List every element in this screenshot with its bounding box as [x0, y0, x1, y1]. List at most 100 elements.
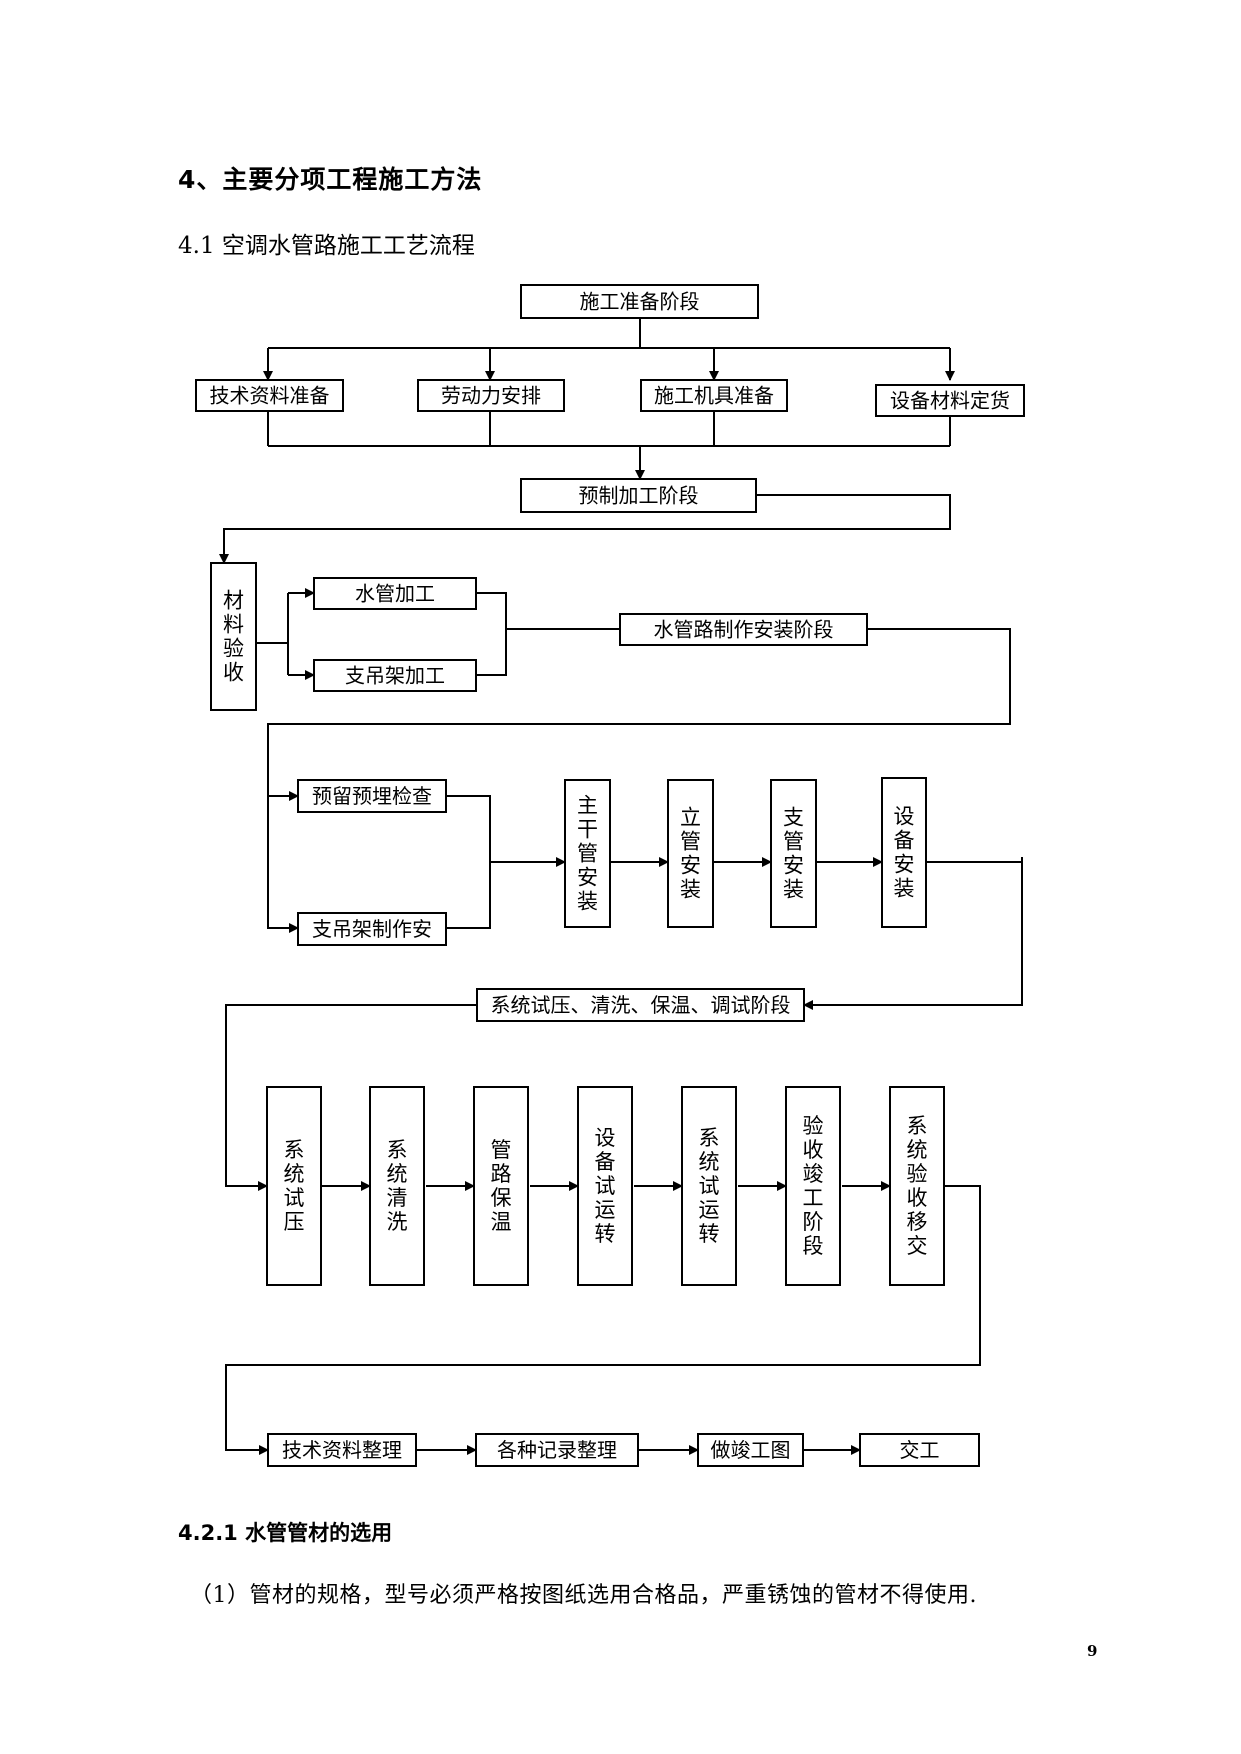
box-install-4-char: 安: [894, 853, 915, 877]
box-install-2-char: 装: [680, 878, 701, 902]
box-stage-prep: 施工准备阶段: [520, 284, 759, 319]
box-final-1-label: 技术资料整理: [282, 1438, 402, 1462]
box-install-1-char: 主: [577, 794, 598, 818]
box-final-3: 做竣工图: [697, 1433, 804, 1467]
box-prep-2-label: 劳动力安排: [441, 384, 541, 408]
box-install-3-char: 安: [783, 854, 804, 878]
box-install-3-char: 支: [783, 806, 804, 830]
box-test-1-char: 试: [284, 1186, 305, 1210]
box-final-2: 各种记录整理: [475, 1433, 639, 1467]
box-test-7-char: 移: [907, 1210, 928, 1234]
box-install-2-char: 管: [680, 830, 701, 854]
box-prep-2: 劳动力安排: [417, 379, 565, 412]
box-prep-3-label: 施工机具准备: [654, 384, 774, 408]
box-test-6-char: 收: [803, 1138, 824, 1162]
flow-boxes: 施工准备阶段技术资料准备劳动力安排施工机具准备设备材料定货预制加工阶段材料验收水…: [195, 284, 1025, 1467]
box-test-2-char: 统: [387, 1162, 408, 1186]
box-test-1-char: 系: [284, 1138, 305, 1162]
box-install-1-char: 安: [577, 866, 598, 890]
box-test-1-char: 统: [284, 1162, 305, 1186]
box-material-check-char: 材: [223, 589, 244, 613]
box-install-2-char: 立: [680, 806, 701, 830]
box-test-6-char: 阶: [803, 1210, 824, 1234]
box-test-6-char: 段: [803, 1234, 824, 1258]
box-prep-1: 技术资料准备: [195, 379, 344, 412]
box-hanger-processing-label: 支吊架加工: [345, 664, 445, 688]
box-test-4-char: 设: [595, 1126, 616, 1150]
box-test-6-char: 验: [803, 1114, 824, 1138]
box-install-3-char: 管: [783, 830, 804, 854]
box-stage-install: 水管路制作安装阶段: [619, 613, 868, 646]
box-test-1: 系统试压: [266, 1086, 322, 1286]
box-test-2-char: 清: [387, 1186, 408, 1210]
box-hanger-processing: 支吊架加工: [313, 659, 477, 692]
box-test-3-char: 管: [491, 1138, 512, 1162]
box-hanger-install: 支吊架制作安: [297, 912, 447, 946]
box-install-1-char: 管: [577, 842, 598, 866]
flow-connectors: [219, 318, 1023, 1455]
box-test-4-char: 试: [595, 1174, 616, 1198]
body-paragraph: （1）管材的规格，型号必须严格按图纸选用合格品，严重锈蚀的管材不得使用.: [190, 1583, 977, 1608]
box-stage-test: 系统试压、清洗、保温、调试阶段: [476, 988, 805, 1022]
box-test-2-char: 洗: [387, 1210, 408, 1234]
box-material-check-char: 验: [223, 637, 244, 661]
subsection-heading: 4.1 空调水管路施工工艺流程: [178, 233, 475, 259]
box-install-4-char: 装: [894, 877, 915, 901]
box-test-4-char: 备: [595, 1150, 616, 1174]
box-install-2-char: 安: [680, 854, 701, 878]
box-install-3-char: 装: [783, 878, 804, 902]
box-final-2-label: 各种记录整理: [497, 1438, 617, 1462]
box-hanger-install-label: 支吊架制作安: [312, 917, 432, 941]
box-test-5-char: 转: [699, 1222, 720, 1246]
box-test-3-char: 保: [491, 1186, 512, 1210]
box-prep-4: 设备材料定货: [875, 384, 1025, 417]
box-install-4-char: 设: [894, 805, 915, 829]
box-pipe-processing: 水管加工: [313, 577, 477, 610]
box-stage-install-label: 水管路制作安装阶段: [654, 618, 834, 642]
box-prep-3: 施工机具准备: [640, 379, 788, 412]
box-test-4-char: 转: [595, 1222, 616, 1246]
box-install-1-char: 干: [577, 818, 598, 842]
box-prep-4-label: 设备材料定货: [890, 389, 1010, 413]
box-install-4-char: 备: [894, 829, 915, 853]
box-test-5-char: 运: [699, 1198, 720, 1222]
box-test-7-char: 系: [907, 1114, 928, 1138]
box-embed-check-label: 预留预埋检查: [312, 784, 432, 808]
box-test-5-char: 试: [699, 1174, 720, 1198]
box-pipe-processing-label: 水管加工: [355, 582, 435, 606]
box-test-5-char: 系: [699, 1126, 720, 1150]
box-stage-test-label: 系统试压、清洗、保温、调试阶段: [491, 993, 791, 1017]
section-title: 4.2.1 水管管材的选用: [178, 1521, 393, 1545]
box-test-7-char: 验: [907, 1162, 928, 1186]
box-test-3-char: 温: [491, 1210, 512, 1234]
page-number: 9: [1087, 1642, 1098, 1660]
box-install-1-char: 装: [577, 890, 598, 914]
box-test-7-char: 交: [907, 1234, 928, 1258]
box-material-check-char: 收: [223, 661, 244, 685]
box-test-6-char: 竣: [803, 1162, 824, 1186]
box-stage-prefab-label: 预制加工阶段: [579, 484, 699, 508]
box-stage-prefab: 预制加工阶段: [520, 478, 757, 513]
box-test-1-char: 压: [284, 1210, 305, 1234]
box-test-4-char: 运: [595, 1198, 616, 1222]
section-heading: 4、主要分项工程施工方法: [178, 165, 483, 194]
box-final-4: 交工: [859, 1433, 980, 1467]
box-material-check-char: 料: [223, 613, 244, 637]
box-final-3-label: 做竣工图: [711, 1438, 791, 1462]
box-final-4-label: 交工: [900, 1438, 940, 1462]
box-test-3-char: 路: [491, 1162, 512, 1186]
box-embed-check: 预留预埋检查: [297, 779, 447, 813]
box-final-1: 技术资料整理: [267, 1433, 417, 1467]
box-stage-prep-label: 施工准备阶段: [580, 290, 700, 314]
box-test-6-char: 工: [803, 1186, 824, 1210]
